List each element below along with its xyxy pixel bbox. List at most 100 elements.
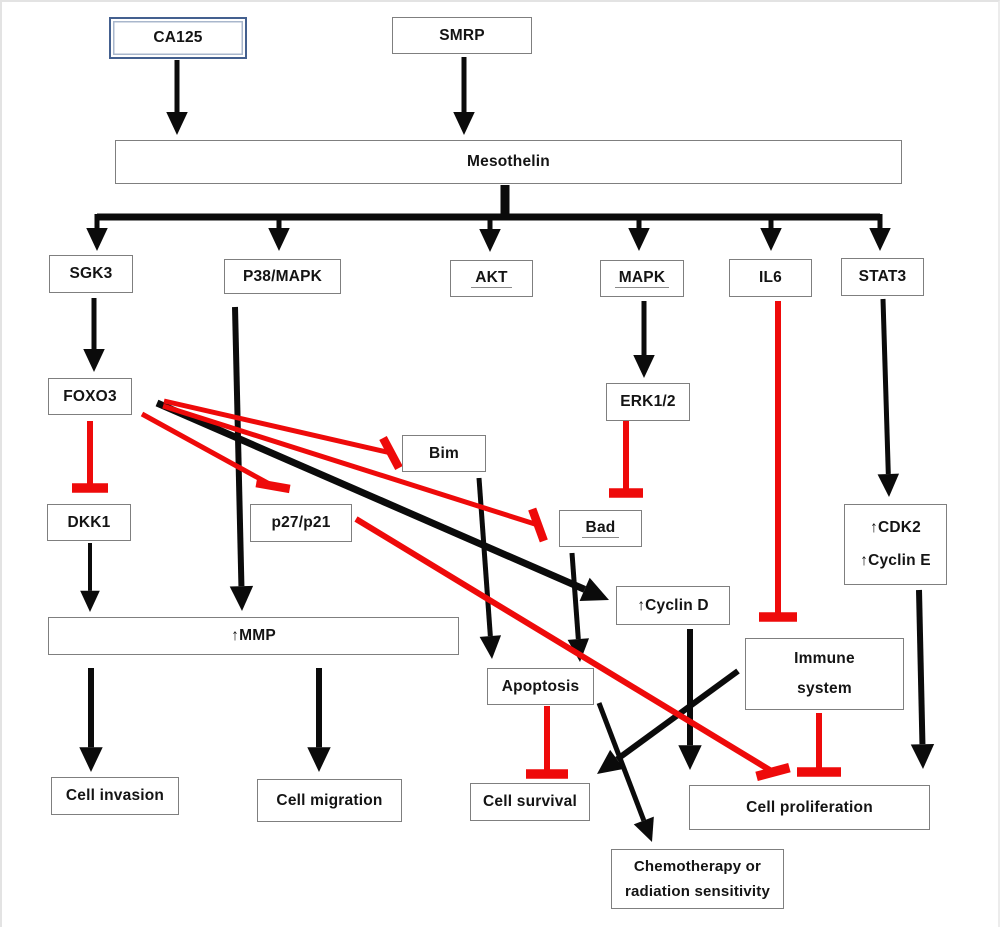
node-dkk1: DKK1 xyxy=(47,504,131,541)
edge-p27-p21-cell-proliferation-inhibition xyxy=(354,516,791,781)
arrowhead xyxy=(877,473,900,497)
arrowhead xyxy=(307,747,331,772)
node-cdk2-cycline: ↑CDK2↑Cyclin E xyxy=(844,504,947,585)
node-cell-migration: Cell migration xyxy=(257,779,402,822)
node-stat3-label: STAT3 xyxy=(858,268,907,286)
arrowhead xyxy=(597,749,624,774)
arrowhead xyxy=(79,747,103,772)
node-immune-system-label: Immune xyxy=(794,650,855,668)
node-sgk3-label: SGK3 xyxy=(69,265,113,283)
arrowhead xyxy=(80,590,100,612)
edge-foxo3-dkk1-inhibition xyxy=(72,421,108,493)
node-smrp-label: SMRP xyxy=(439,26,485,44)
node-immune-system-label: system xyxy=(797,679,852,697)
node-sgk3: SGK3 xyxy=(49,255,133,293)
edge-foxo3-p27-p21-inhibition xyxy=(140,411,291,494)
node-apoptosis: Apoptosis xyxy=(487,668,594,705)
arrowhead xyxy=(268,228,290,251)
node-chemo-radiation: Chemotherapy or radiation sensitivity xyxy=(611,849,784,909)
arrowhead xyxy=(567,638,590,662)
node-mesothelin: Mesothelin xyxy=(115,140,902,184)
edge-line xyxy=(916,589,926,745)
edge-cdk2-cycline-cell-proliferation xyxy=(910,589,935,769)
node-cyclin-d-label: ↑Cyclin D xyxy=(637,596,709,614)
edge-mesothelin-stat3 xyxy=(869,214,891,251)
edge-line xyxy=(162,403,539,528)
node-cell-invasion-label: Cell invasion xyxy=(65,787,165,805)
node-cell-survival-label: Cell survival xyxy=(483,793,577,811)
edge-il6-immune-system-inhibition xyxy=(759,301,797,622)
node-mmp: ↑MMP xyxy=(48,617,459,655)
edge-bad-apoptosis xyxy=(567,552,590,662)
edge-mapk-erk1-2 xyxy=(633,301,655,378)
edge-line xyxy=(354,516,775,775)
node-il6-label: IL6 xyxy=(759,269,782,287)
node-bim-label: Bim xyxy=(429,444,459,462)
edge-line xyxy=(596,702,647,822)
edge-p38-mapk-mmp xyxy=(229,306,254,611)
edge-mesothelin-sgk3 xyxy=(86,214,108,251)
node-mmp-label: ↑MMP xyxy=(231,627,276,645)
inhibition-bar xyxy=(755,763,791,781)
arrowhead xyxy=(83,349,105,372)
node-chemo-radiation-label: radiation sensitivity xyxy=(624,882,771,900)
edge-cyclin-d-cell-proliferation xyxy=(678,629,702,770)
node-cell-survival: Cell survival xyxy=(470,783,590,821)
node-bad-label: Bad xyxy=(581,519,620,539)
edge-mesothelin-mapk xyxy=(628,214,650,251)
edge-line xyxy=(569,552,581,640)
arrowhead xyxy=(628,228,650,251)
node-dkk1-label: DKK1 xyxy=(67,513,111,531)
edge-mesothelin-il6 xyxy=(760,214,782,251)
edge-apoptosis-cell-survival-inhibition xyxy=(526,706,568,779)
arrowhead xyxy=(678,745,702,770)
arrowhead xyxy=(910,743,935,769)
arrowhead xyxy=(479,229,501,252)
edge-smrp-mesothelin xyxy=(453,57,475,135)
node-bim: Bim xyxy=(402,435,486,472)
arrowhead xyxy=(166,112,188,135)
node-bad: Bad xyxy=(559,510,642,547)
arrowhead xyxy=(479,635,502,659)
node-cell-migration-label: Cell migration xyxy=(276,791,383,809)
node-cdk2-cycline-label: ↑Cyclin E xyxy=(860,551,931,569)
edge-foxo3-bim-inhibition xyxy=(163,398,403,471)
edge-dkk1-mmp xyxy=(80,543,100,612)
node-mapk-label: MAPK xyxy=(614,269,670,289)
edge-immune-system-cell-proliferation-inhibition xyxy=(797,713,841,777)
arrowhead xyxy=(579,577,609,601)
node-cell-invasion: Cell invasion xyxy=(51,777,179,815)
edge-mmp-cell-migration xyxy=(307,668,331,772)
inhibition-bar xyxy=(255,478,291,494)
edge-line xyxy=(880,298,891,475)
arrowhead xyxy=(86,228,108,251)
node-akt: AKT xyxy=(450,260,533,297)
node-chemo-radiation-label: Chemotherapy or xyxy=(633,857,762,875)
edge-line xyxy=(140,411,275,489)
edge-line xyxy=(232,306,245,587)
arrowhead xyxy=(869,228,891,251)
node-smrp: SMRP xyxy=(392,17,532,54)
node-il6: IL6 xyxy=(729,259,812,297)
arrowhead xyxy=(760,228,782,251)
node-cell-proliferation-label: Cell proliferation xyxy=(746,798,873,816)
edge-line xyxy=(476,477,493,637)
node-immune-system: Immune system xyxy=(745,638,904,710)
arrowhead xyxy=(633,355,655,378)
edge-stat3-cdk2-cycline xyxy=(877,298,900,497)
edge-foxo3-cyclin-d xyxy=(155,399,609,601)
arrowhead xyxy=(633,816,654,842)
node-ca125-label: CA125 xyxy=(153,29,203,47)
arrowhead xyxy=(229,585,254,611)
edge-mesothelin-p38-mapk xyxy=(268,214,290,251)
edge-ca125-mesothelin xyxy=(166,60,188,135)
node-p38-mapk-label: P38/MAPK xyxy=(242,267,323,285)
edge-erk1-2-bad-inhibition xyxy=(609,421,643,498)
node-foxo3-label: FOXO3 xyxy=(63,387,117,405)
edge-mesothelin-akt xyxy=(479,214,501,252)
inhibition-bar xyxy=(379,435,403,471)
arrowhead xyxy=(453,112,475,135)
node-p38-mapk: P38/MAPK xyxy=(224,259,341,294)
